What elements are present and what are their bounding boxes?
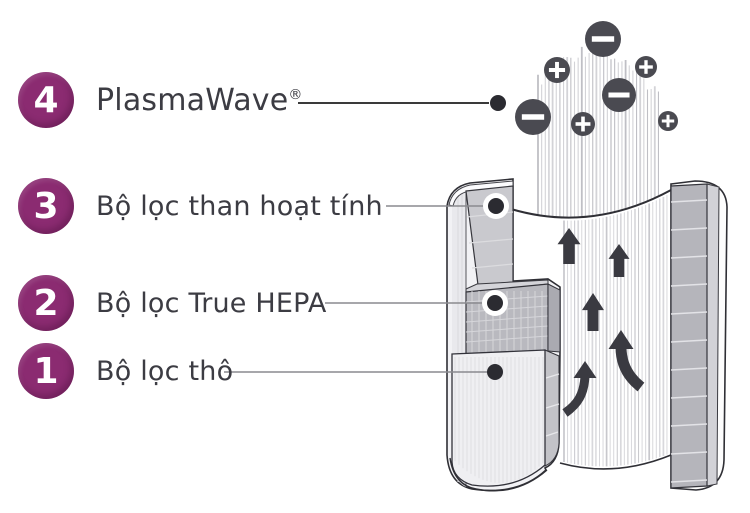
step-badge-1: 1	[18, 343, 74, 399]
label-row-hepa-filter: 2 Bộ lọc True HEPA	[18, 275, 327, 331]
right-panel-front-face	[670, 183, 708, 489]
air-streaks-inner	[563, 195, 668, 467]
label-pre-filter: Bộ lọc thô	[96, 355, 234, 387]
label-plasmawave-text: PlasmaWave	[96, 82, 289, 118]
pre-filter-slab	[449, 349, 560, 492]
step-badge-4: 4	[18, 72, 74, 128]
curved-arrow-large	[608, 330, 645, 392]
leader-lines	[224, 95, 509, 380]
right-filter-panel	[670, 180, 728, 491]
minus-ion-icon	[515, 99, 551, 135]
up-arrow	[608, 244, 630, 277]
label-carbon-filter: Bộ lọc than hoạt tính	[96, 190, 383, 222]
label-row-carbon-filter: 3 Bộ lọc than hoạt tính	[18, 178, 383, 234]
plus-ion-icon	[544, 57, 570, 83]
plus-ion-icon	[571, 112, 595, 136]
leader-dot	[488, 198, 504, 214]
step-badge-3: 3	[18, 178, 74, 234]
curved-arrow-small	[562, 361, 597, 417]
hepa-filter-slab	[465, 279, 561, 355]
ion-particles	[515, 21, 678, 136]
up-arrow	[557, 228, 581, 264]
device-back-top-edge	[510, 189, 672, 219]
airflow-arrows	[557, 228, 645, 417]
right-panel-side-face	[706, 183, 720, 487]
label-row-plasmawave: 4 PlasmaWave®	[18, 72, 303, 128]
label-plasmawave: PlasmaWave®	[96, 83, 303, 118]
step-badge-2: 2	[18, 275, 74, 331]
up-arrow	[582, 293, 604, 331]
device-back-bottom-edge	[559, 454, 672, 470]
plus-ion-icon	[658, 111, 678, 131]
leader-dot	[487, 364, 503, 380]
pre-filter-bottom-rim	[449, 457, 548, 492]
label-row-pre-filter: 1 Bộ lọc thô	[18, 343, 233, 399]
minus-ion-icon	[602, 78, 636, 112]
left-filter-stack	[446, 178, 561, 492]
hepa-grid-lines	[465, 291, 549, 353]
right-panel-segment-lines	[670, 199, 708, 483]
plus-ion-icon	[635, 56, 657, 78]
minus-ion-icon	[585, 21, 621, 57]
leader-dot	[487, 295, 503, 311]
leader-dot	[490, 95, 506, 111]
registered-trademark-symbol: ®	[288, 86, 303, 103]
label-hepa-filter: Bộ lọc True HEPA	[96, 287, 327, 319]
